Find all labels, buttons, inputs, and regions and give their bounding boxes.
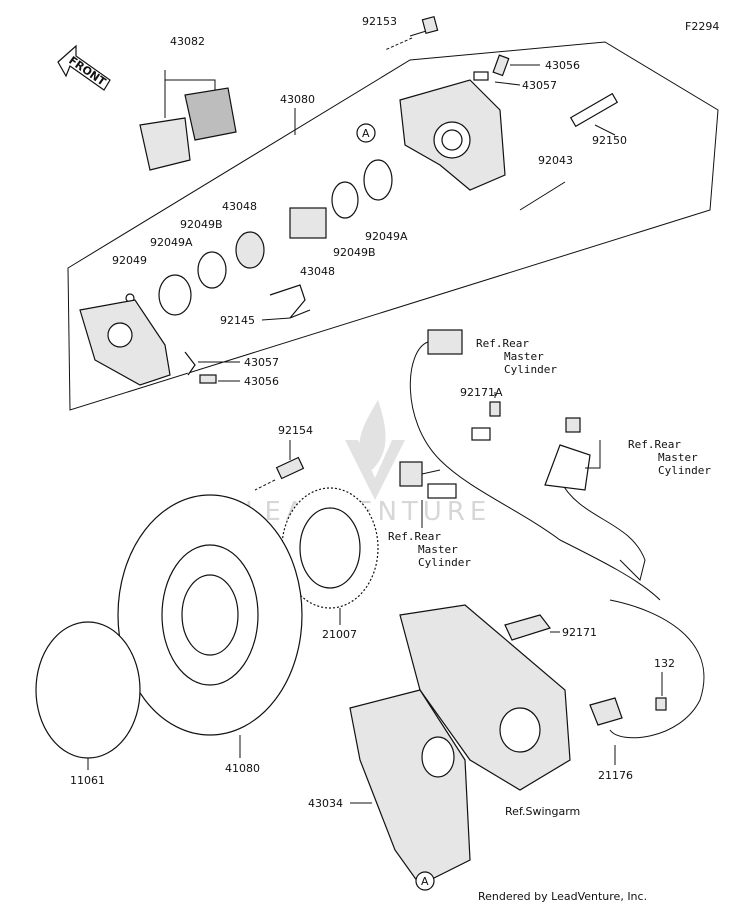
figure-code: F2294 (685, 20, 719, 33)
label-43056-lower: 43056 (244, 375, 279, 388)
label-43057-upper: 43057 (522, 79, 557, 92)
ref-rear-master-cylinder-2c: Cylinder (658, 464, 711, 477)
ref-swingarm: Ref.Swingarm (505, 805, 580, 818)
brake-disc-41080 (117, 494, 303, 758)
label-92171: 92171 (562, 626, 597, 639)
label-43056-upper: 43056 (545, 59, 580, 72)
bolt-92154 (254, 440, 305, 491)
caliper-assembly-frame (67, 41, 719, 411)
label-132: 132 (654, 657, 675, 670)
callout-a-upper (356, 123, 376, 143)
label-92049: 92049 (112, 254, 147, 267)
caliper-bracket-upper (399, 79, 506, 191)
callout-a-upper-text: A (362, 127, 370, 140)
label-43057-lower: 43057 (244, 356, 279, 369)
label-21007: 21007 (322, 628, 357, 641)
callout-a-lower-text: A (421, 875, 429, 888)
label-11061: 11061 (70, 774, 105, 787)
label-92049b-lower: 92049B (333, 246, 376, 259)
pad-spring-92145 (261, 284, 311, 321)
v-logo-icon (345, 440, 405, 500)
label-92049a-lower: 92049A (365, 230, 408, 243)
label-92153: 92153 (362, 15, 397, 28)
flame-logo-icon (359, 400, 386, 470)
label-92171a: 92171A (460, 386, 503, 399)
clamp-92171 (504, 614, 560, 641)
ref-rear-master-cylinder-2b: Master (658, 451, 698, 464)
ref-rear-master-cylinder-3c: Cylinder (418, 556, 471, 569)
label-43034: 43034 (308, 797, 343, 810)
ref-rear-master-cylinder-1c: Cylinder (504, 363, 557, 376)
label-21176: 21176 (598, 769, 633, 782)
front-label: FRONT (66, 54, 108, 89)
ref-rear-master-cylinder-3b: Master (418, 543, 458, 556)
label-92145: 92145 (220, 314, 255, 327)
seals-pistons-upper (125, 159, 393, 316)
pin-92043 (519, 181, 566, 211)
ref-rear-master-cylinder-2a: Ref.Rear (628, 438, 681, 451)
front-arrow-icon (57, 44, 111, 91)
ref-rear-master-cylinder-1a: Ref.Rear (476, 337, 529, 350)
brake-pads-43082 (139, 70, 237, 171)
label-43080: 43080 (280, 93, 315, 106)
label-43048-upper: 43048 (222, 200, 257, 213)
gasket-11061 (35, 621, 141, 770)
caliper-body-lower (79, 299, 171, 386)
brake-hose-bracket (399, 417, 601, 499)
bolt-92153 (384, 15, 439, 51)
label-92049b-upper: 92049B (180, 218, 223, 231)
label-92049a-upper: 92049A (150, 236, 193, 249)
label-41080: 41080 (225, 762, 260, 775)
abs-sensor-harness (409, 329, 705, 739)
leadventure-watermark: LEADVENTURE (245, 400, 486, 527)
label-43048-lower: 43048 (300, 265, 335, 278)
bleeder-lower (184, 351, 240, 384)
wheel-sensor-21176 (589, 697, 623, 765)
label-92154: 92154 (278, 424, 313, 437)
ref-rear-master-cylinder-3a: Ref.Rear (388, 530, 441, 543)
bolt-92171a (471, 392, 501, 441)
label-92043: 92043 (538, 154, 573, 167)
render-credit: Rendered by LeadVenture, Inc. (478, 890, 647, 903)
bolt-132 (655, 672, 667, 711)
sensor-rotor-21007 (281, 487, 379, 625)
pin-92150 (569, 92, 619, 136)
caliper-bracket-swingarm (349, 604, 571, 886)
front-direction-arrow: FRONT (57, 44, 111, 91)
label-92150: 92150 (592, 134, 627, 147)
ref-rear-master-cylinder-1b: Master (504, 350, 544, 363)
callout-a-lower (415, 871, 435, 891)
label-43082: 43082 (170, 35, 205, 48)
bleeder-43056-upper (473, 54, 540, 86)
